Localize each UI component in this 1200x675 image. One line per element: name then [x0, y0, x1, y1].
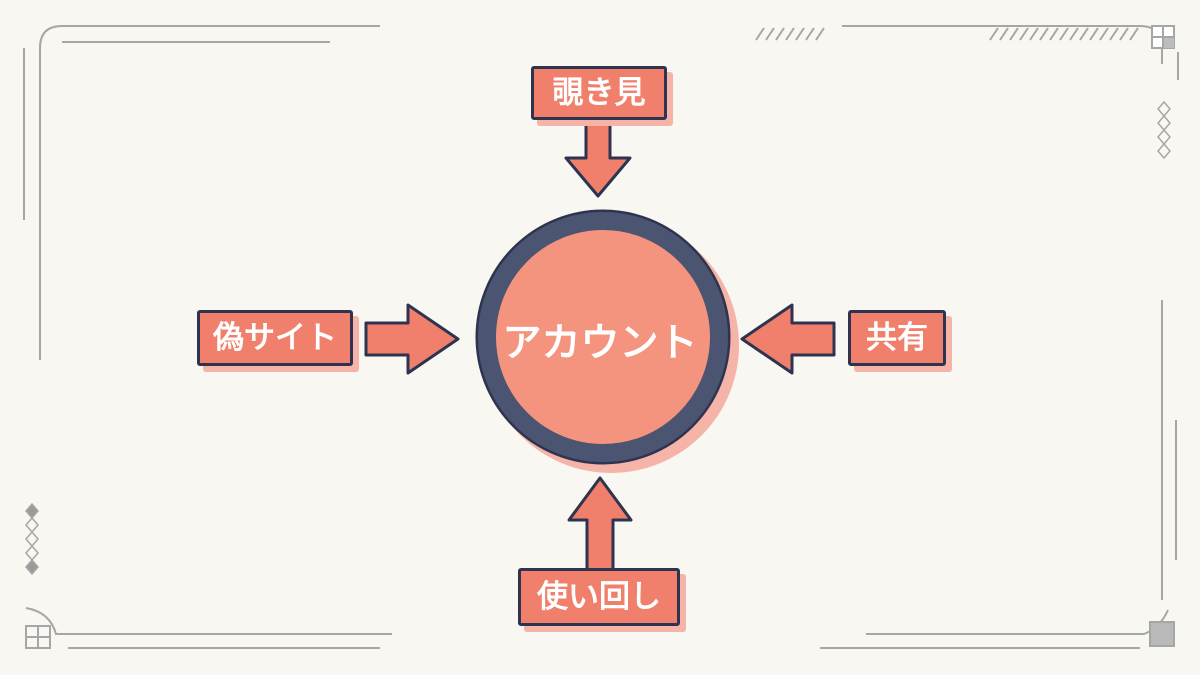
- center-node-circle: [475, 209, 739, 473]
- arrow-bottom: [567, 476, 633, 572]
- input-box-bottom: 使い回し: [518, 568, 680, 626]
- arrow-top: [564, 118, 632, 198]
- arrow-right: [740, 303, 836, 375]
- input-box-right: 共有: [848, 310, 946, 366]
- arrow-left: [364, 303, 460, 375]
- frame-corner-top-right: [842, 25, 1179, 80]
- input-label-bottom: 使い回し: [537, 578, 661, 615]
- frame-corner-top-left: [23, 25, 380, 360]
- frame-corner-bottom-right: [820, 609, 1169, 649]
- diamond-chain-left: [25, 502, 39, 576]
- center-node-label: アカウント: [502, 321, 698, 366]
- grid-square-icon-bottom-left: [25, 625, 51, 649]
- frame-side-right: [1161, 300, 1177, 600]
- input-label-left: 偽サイト: [213, 319, 337, 356]
- input-label-right: 共有: [866, 319, 928, 356]
- input-label-top: 覗き見: [552, 74, 646, 111]
- frame-corner-bottom-left: [25, 607, 392, 649]
- square-icon-bottom-right: [1149, 621, 1175, 647]
- hatch-pattern-top: [755, 27, 1139, 41]
- diamond-chain-right: [1157, 100, 1171, 160]
- input-box-top: 覗き見: [531, 66, 667, 120]
- grid-square-icon-top-right: [1151, 25, 1175, 49]
- input-box-left: 偽サイト: [197, 310, 353, 366]
